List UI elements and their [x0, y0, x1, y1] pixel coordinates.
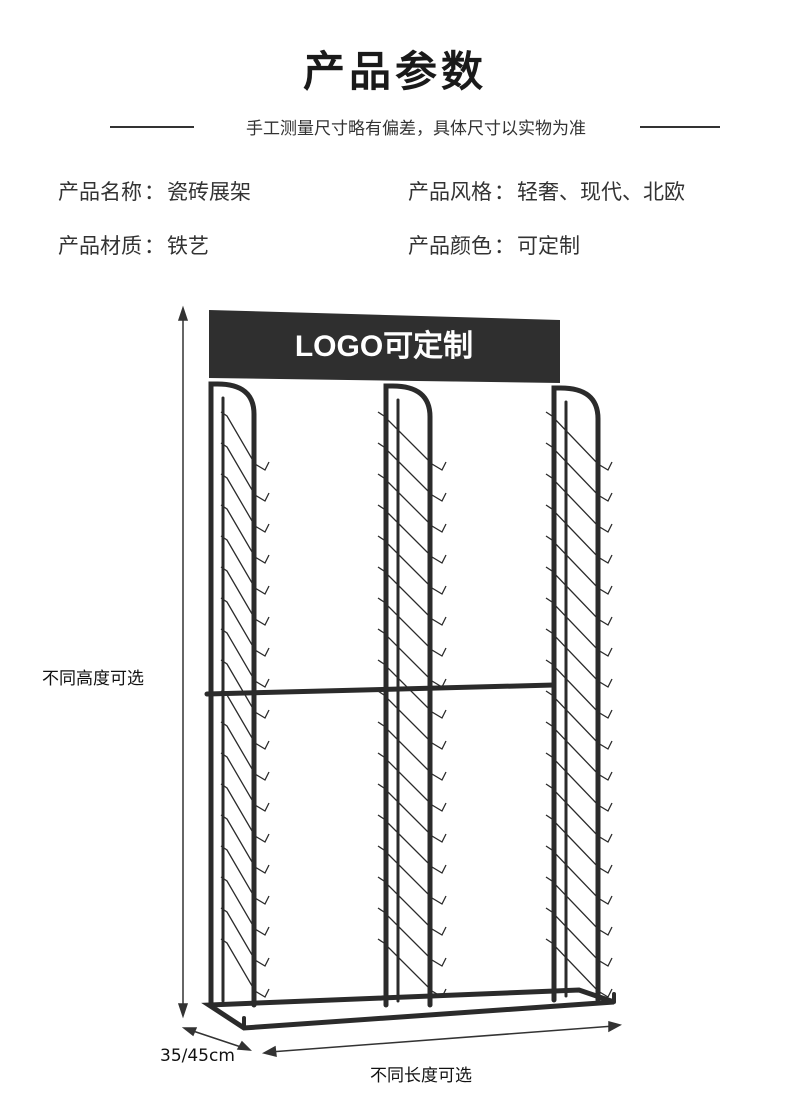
spec-label: 产品名称: [58, 180, 142, 204]
subtitle-row: 手工测量尺寸略有偏差，具体尺寸以实物为准: [110, 114, 720, 140]
rack-shelves: [220, 411, 613, 998]
spec-label: 产品风格: [408, 180, 492, 204]
rack-upright: [208, 381, 257, 1008]
shelf-wire: [545, 783, 613, 843]
shelf-wire: [545, 411, 613, 471]
spec-product-name: 产品名称：瓷砖展架: [58, 176, 251, 206]
shelf-wire: [220, 566, 270, 626]
shelf-wire: [377, 473, 447, 533]
shelf-wire: [377, 628, 447, 688]
shelf-wire: [545, 628, 613, 688]
spec-product-material: 产品材质：铁艺: [58, 230, 209, 260]
shelf-wire: [377, 535, 447, 595]
length-dimension-line: [261, 1021, 622, 1057]
shelf-wire: [220, 845, 270, 905]
shelf-wire: [377, 721, 447, 781]
length-label: 不同长度可选: [370, 1066, 472, 1086]
shelf-wire: [377, 783, 447, 843]
height-label: 不同高度可选: [42, 669, 144, 689]
shelf-wire: [377, 659, 447, 719]
subtitle-rule-left: [110, 126, 194, 128]
shelf-wire: [377, 411, 447, 471]
shelf-wire: [377, 845, 447, 905]
shelf-wire: [545, 876, 613, 936]
spec-label: 产品材质: [58, 234, 142, 258]
shelf-wire: [220, 442, 270, 502]
shelf-wire: [545, 814, 613, 874]
shelf-wire: [220, 690, 270, 750]
shelf-wire: [545, 845, 613, 905]
spec-product-color: 产品颜色：可定制: [408, 230, 580, 260]
subtitle: 手工测量尺寸略有偏差，具体尺寸以实物为准: [246, 119, 586, 139]
shelf-wire: [377, 442, 447, 502]
rack-cross-bar: [204, 682, 557, 697]
shelf-wire: [220, 535, 270, 595]
shelf-wire: [220, 504, 270, 564]
spec-product-style: 产品风格：轻奢、现代、北欧: [408, 176, 685, 206]
shelf-wire: [377, 504, 447, 564]
shelf-wire: [220, 783, 270, 843]
shelf-wire: [220, 721, 270, 781]
shelf-wire: [545, 535, 613, 595]
depth-label: 35/45cm: [160, 1046, 235, 1066]
shelf-wire: [220, 814, 270, 874]
spec-value: 瓷砖展架: [167, 180, 251, 204]
spec-separator: ：: [494, 180, 515, 204]
shelf-wire: [377, 938, 447, 998]
spec-label: 产品颜色: [408, 234, 492, 258]
spec-value: 轻奢、现代、北欧: [517, 180, 685, 204]
shelf-wire: [545, 566, 613, 626]
shelf-wire: [220, 907, 270, 967]
shelf-wire: [377, 814, 447, 874]
shelf-wire: [377, 907, 447, 967]
rack-upright: [383, 383, 433, 1008]
spec-separator: ：: [144, 180, 165, 204]
shelf-wire: [545, 504, 613, 564]
spec-separator: ：: [144, 234, 165, 258]
shelf-wire: [545, 442, 613, 502]
shelf-wire: [377, 752, 447, 812]
shelf-wire: [545, 752, 613, 812]
spec-value: 铁艺: [167, 234, 209, 258]
rack-upright: [551, 385, 601, 1003]
shelf-wire: [545, 659, 613, 719]
shelf-wire: [545, 938, 613, 998]
shelf-wire: [377, 690, 447, 750]
page-title: 产品参数: [302, 47, 487, 96]
shelf-wire: [377, 876, 447, 936]
logo-text: LOGO可定制: [295, 329, 473, 363]
spec-value: 可定制: [517, 234, 580, 258]
shelf-wire: [545, 721, 613, 781]
shelf-wire: [545, 690, 613, 750]
shelf-wire: [220, 628, 270, 688]
shelf-wire: [220, 752, 270, 812]
logo-sign-board: LOGO可定制: [209, 310, 560, 383]
sign-panel: [209, 310, 560, 383]
shelf-wire: [545, 907, 613, 967]
shelf-wire: [545, 597, 613, 657]
shelf-wire: [377, 566, 447, 626]
shelf-wire: [220, 473, 270, 533]
shelf-wire: [377, 597, 447, 657]
spec-separator: ：: [494, 234, 515, 258]
depth-dimension-line: [181, 1027, 252, 1051]
subtitle-rule-right: [640, 126, 720, 128]
shelf-wire: [220, 659, 270, 719]
shelf-wire: [220, 876, 270, 936]
height-dimension-line: [177, 305, 189, 1019]
shelf-wire: [220, 411, 270, 471]
rack-frame: [201, 381, 616, 1031]
shelf-wire: [545, 473, 613, 533]
shelf-wire: [220, 938, 270, 998]
shelf-wire: [220, 597, 270, 657]
